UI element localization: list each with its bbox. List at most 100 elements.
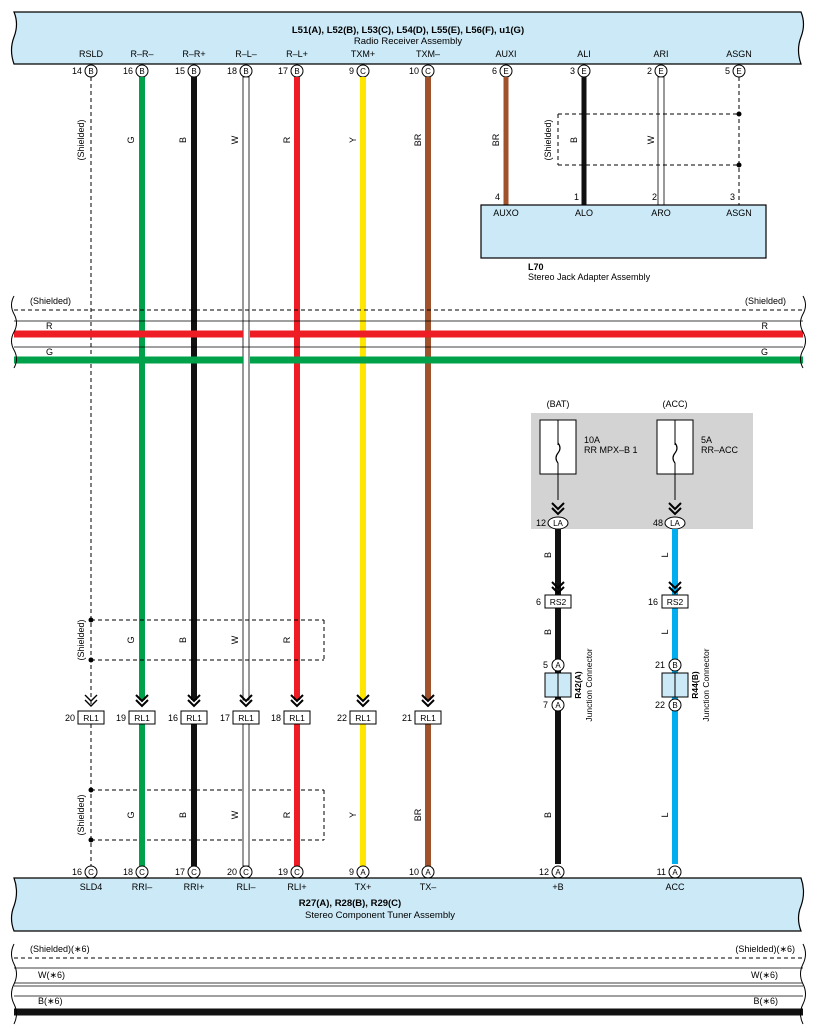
- rs2-connectors: 6 RS2 16 RS2 B L B L: [536, 552, 689, 635]
- svg-text:BR: BR: [413, 808, 423, 821]
- connector-letter: B: [243, 67, 248, 76]
- radio-title: L51(A), L52(B), L53(C), L54(D), L55(E), …: [292, 25, 524, 36]
- connector-letter: E: [658, 67, 663, 76]
- junction-id: R42(A): [573, 671, 583, 699]
- bus-shielded-left: (Shielded): [30, 296, 71, 306]
- svg-text:19: 19: [278, 867, 288, 877]
- shield-box-labels: (Shielded) (Shielded) G B W R: [76, 619, 292, 835]
- junction-conn-top: A: [555, 661, 561, 670]
- svg-text:17: 17: [175, 867, 185, 877]
- bus-shielded-right: (Shielded): [745, 296, 786, 306]
- connector-letter: E: [736, 67, 741, 76]
- jack-pin-label: AUXO: [493, 208, 519, 218]
- shield-label: (Shielded): [76, 619, 86, 660]
- junction-name: Junction Connector: [584, 648, 594, 721]
- svg-text:W: W: [230, 635, 240, 644]
- rl1-label: RL1: [186, 713, 202, 723]
- connector-letter: E: [503, 67, 508, 76]
- fuse-bat-name: RR MPX–B 1: [584, 445, 638, 455]
- svg-text:+B: +B: [552, 882, 563, 892]
- rl1-label: RL1: [134, 713, 150, 723]
- wire-label: B: [543, 552, 553, 558]
- jack-pin-label: ALO: [575, 208, 593, 218]
- svg-text:SLD4: SLD4: [80, 882, 103, 892]
- radio-pin-label: AUXI: [495, 49, 516, 59]
- jack-pin-num: 3: [730, 192, 735, 202]
- rl1-num: 19: [116, 713, 126, 723]
- radio-pin-label: R–L+: [286, 49, 308, 59]
- svg-text:11: 11: [657, 867, 666, 877]
- radio-pins: 14 B 16 B 15 B 18 B 17 B 9 C 10 C 6 E 3 …: [72, 64, 746, 78]
- junction-pin-top: 5: [543, 660, 548, 670]
- jack-pin-num: 1: [574, 192, 579, 202]
- svg-text:(Shielded)(∗6): (Shielded)(∗6): [735, 944, 795, 954]
- shield-label: (Shielded): [76, 794, 86, 835]
- lower-wire-labels: G B W R Y BR B L: [126, 808, 670, 821]
- jack-pins: 4 1 2 3 AUXO ALO ARO ASGN: [493, 192, 752, 218]
- svg-text:(Shielded)(∗6): (Shielded)(∗6): [30, 944, 90, 954]
- connector-letter: B: [191, 67, 196, 76]
- connector-letter: E: [581, 67, 586, 76]
- tuner-pin-labels: SLD4 RRI– RRI+ RLI– RLI+ TX+ TX– +B ACC: [80, 882, 685, 892]
- tuner-title: R27(A), R28(B), R29(C): [299, 898, 401, 909]
- svg-text:Y: Y: [348, 812, 358, 818]
- radio-pin-num: 9: [349, 66, 354, 76]
- wire-label-br: BR: [491, 133, 501, 146]
- connector-letter: C: [425, 67, 431, 76]
- rl1-num: 22: [337, 713, 347, 723]
- radio-pin-labels: RSLD R–R– R–R+ R–L– R–L+ TXM+ TXM– AUXI …: [79, 49, 752, 59]
- bottom-bus: [11, 943, 806, 1025]
- junction-name: Junction Connector: [701, 648, 711, 721]
- connector-letter: B: [139, 67, 144, 76]
- radio-pin-num: 17: [278, 66, 288, 76]
- fuse-acc-amp: 5A: [701, 435, 712, 445]
- la-pin-num: 48: [653, 518, 663, 528]
- fuse-acc: (ACC) 5A RR–ACC: [656, 399, 739, 516]
- wire-label-w: W: [230, 135, 240, 144]
- radio-pin-num: 2: [647, 66, 652, 76]
- radio-pin-label: R–R–: [130, 49, 153, 59]
- svg-text:C: C: [243, 868, 249, 877]
- fuse-bat-amp: 10A: [584, 435, 600, 445]
- junction-pin-top: 21: [655, 660, 665, 670]
- wire-label-br: BR: [413, 133, 423, 146]
- radio-subtitle: Radio Receiver Assembly: [354, 36, 462, 47]
- junction-r42: 5 A 7 A R42(A) Junction Connector: [543, 648, 594, 721]
- shield-box-upper: [88, 617, 325, 663]
- wire-label: B: [543, 629, 553, 635]
- connector-letter: B: [88, 67, 93, 76]
- rl1-label: RL1: [289, 713, 305, 723]
- radio-pin-num: 16: [123, 66, 133, 76]
- jack-adapter-box: [480, 204, 767, 259]
- rl1-num: 20: [65, 713, 75, 723]
- svg-text:20: 20: [227, 867, 237, 877]
- svg-text:RLI–: RLI–: [236, 882, 255, 892]
- svg-text:10: 10: [409, 867, 419, 877]
- svg-text:G: G: [126, 811, 136, 818]
- svg-text:B: B: [178, 637, 188, 643]
- bus-r-left: R: [46, 321, 53, 331]
- radio-pin-num: 10: [409, 66, 419, 76]
- bus-labels: (Shielded) (Shielded) R R G G: [30, 296, 786, 357]
- horizontal-bus: [11, 295, 806, 369]
- svg-text:A: A: [360, 868, 366, 877]
- svg-text:RRI+: RRI+: [184, 882, 205, 892]
- radio-pin-num: 15: [175, 66, 185, 76]
- wire-white-lower: [242, 723, 250, 867]
- tuner-panel: [10, 877, 805, 932]
- la-conn: LA: [553, 519, 563, 528]
- svg-text:A: A: [672, 868, 678, 877]
- svg-text:RLI+: RLI+: [287, 882, 306, 892]
- rl1-num: 21: [402, 713, 412, 723]
- wire-white: [242, 76, 250, 701]
- junction-conn-bot: B: [672, 701, 677, 710]
- la-conn: LA: [670, 519, 680, 528]
- svg-text:W: W: [230, 810, 240, 819]
- jack-pin-label: ASGN: [726, 208, 752, 218]
- wire-ari-white: [657, 76, 665, 206]
- top-wire-labels: (Shielded) G B W R Y BR: [76, 119, 423, 160]
- radio-pin-num: 18: [227, 66, 237, 76]
- la-pin-num: 12: [536, 518, 546, 528]
- radio-pin-label: R–R+: [182, 49, 205, 59]
